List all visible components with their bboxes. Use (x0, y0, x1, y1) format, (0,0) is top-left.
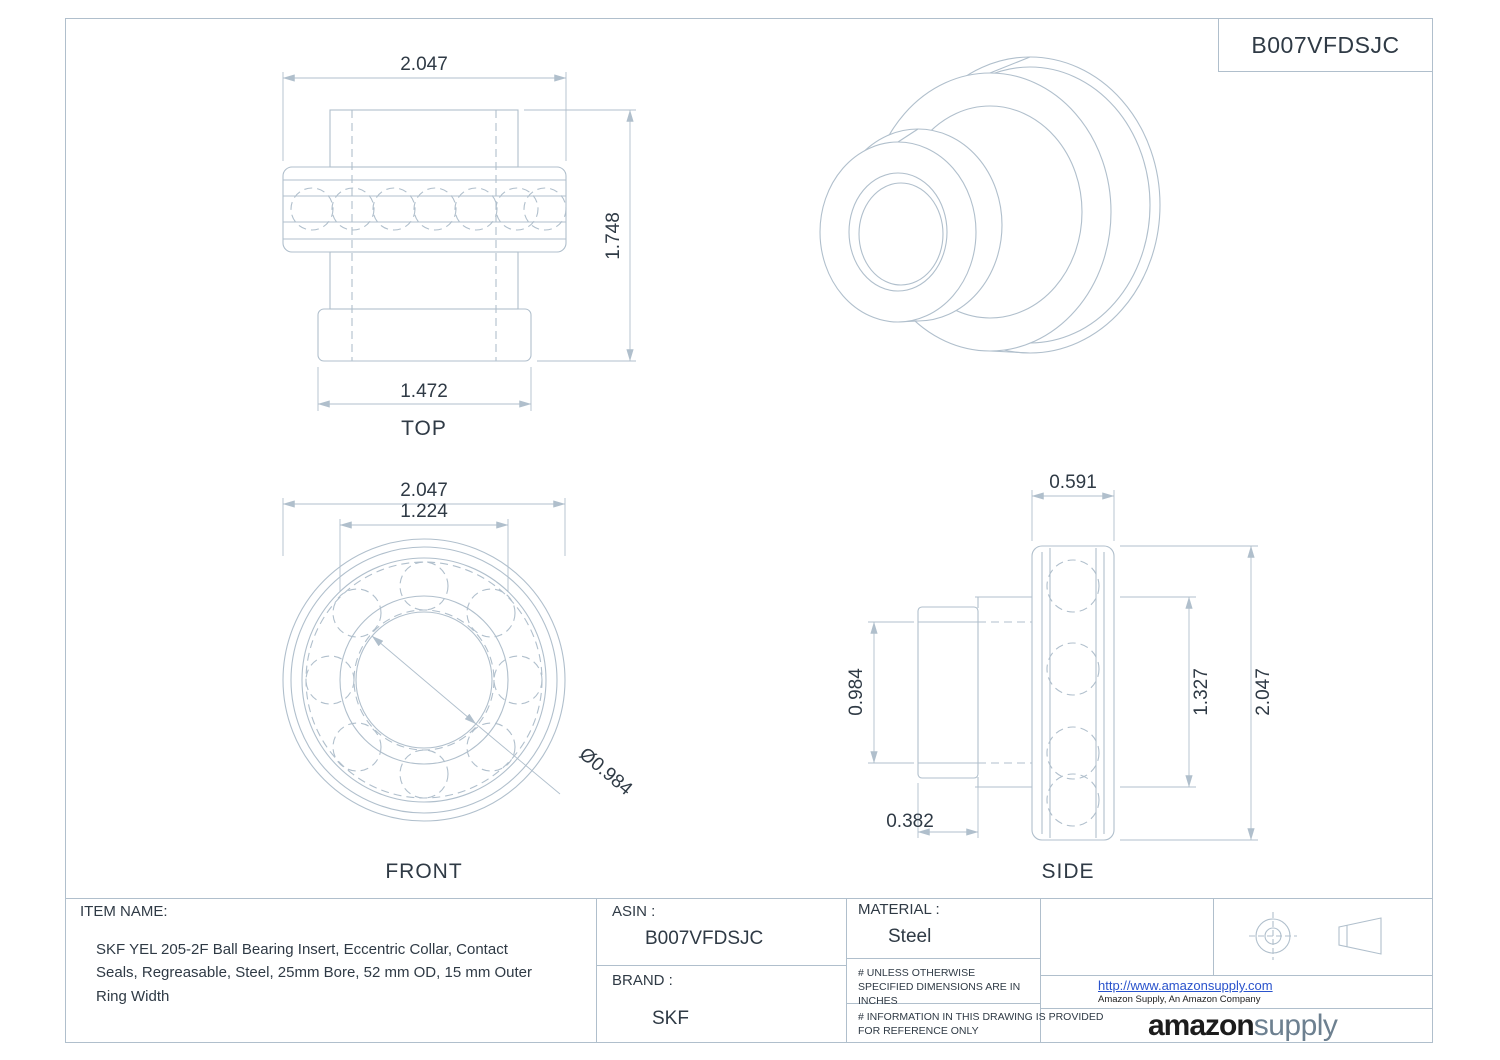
divider (846, 958, 1040, 959)
front-dim-bore: Ø0.984 (575, 744, 637, 800)
top-view-label: TOP (401, 417, 447, 440)
front-view: 2.047 1.224 Ø0.984 FRONT (282, 480, 637, 883)
isometric-view (819, 56, 1161, 354)
material-value: Steel (888, 926, 932, 947)
note-reference: # INFORMATION IN THIS DRAWING IS PROVIDE… (858, 1011, 1104, 1038)
top-dim-od: 2.047 (400, 54, 448, 75)
side-dim-inner-od: 1.327 (1191, 668, 1212, 716)
divider (1040, 898, 1041, 1043)
divider (846, 1003, 1040, 1004)
asin-label: ASIN : (612, 903, 656, 920)
sheet-border (65, 18, 1433, 1043)
brand-value: SKF (652, 1008, 689, 1029)
top-dim-height: 1.748 (603, 212, 624, 260)
third-angle-projection-symbol (1249, 912, 1382, 960)
title-block-top-line (65, 898, 1433, 899)
side-dim-bore: 0.984 (846, 668, 867, 716)
asin-value: B007VFDSJC (645, 928, 764, 949)
amazonsupply-logo: amazon supply (1148, 1009, 1338, 1043)
amazonsupply-url[interactable]: http://www.amazonsupply.com (1098, 978, 1273, 993)
side-view-label: SIDE (1041, 860, 1094, 883)
note-dimensions: # UNLESS OTHERWISE SPECIFIED DIMENSIONS … (858, 967, 1021, 1008)
brand-label: BRAND : (612, 972, 673, 989)
side-dim-width: 0.591 (1049, 472, 1097, 493)
side-dim-od: 2.047 (1253, 668, 1274, 716)
front-dim-od: 2.047 (400, 480, 448, 501)
front-view-label: FRONT (385, 860, 462, 883)
divider (1040, 975, 1433, 976)
top-view: 2.047 1.748 1.472 TOP (282, 54, 636, 440)
side-dim-collar-offset: 0.382 (886, 811, 934, 832)
top-dim-collar: 1.472 (400, 381, 448, 402)
material-label: MATERIAL : (858, 901, 940, 918)
item-name-label: ITEM NAME: (80, 903, 168, 920)
divider (596, 965, 846, 966)
side-view: 0.591 0.984 1.327 2.047 0.382 SIDE (846, 472, 1274, 883)
logo-supply-text: supply (1253, 1009, 1338, 1042)
divider (846, 898, 847, 1043)
item-name-value: SKF YEL 205-2F Ball Bearing Insert, Ecce… (96, 941, 533, 1005)
divider (596, 898, 597, 1043)
part-number: B007VFDSJC (1251, 31, 1400, 58)
part-number-box: B007VFDSJC (1218, 19, 1432, 72)
logo-amazon-text: amazon (1148, 1009, 1255, 1042)
front-dim-inner: 1.224 (400, 501, 448, 522)
divider (1040, 1008, 1433, 1009)
company-line: Amazon Supply, An Amazon Company (1098, 994, 1261, 1005)
divider (1213, 898, 1214, 975)
